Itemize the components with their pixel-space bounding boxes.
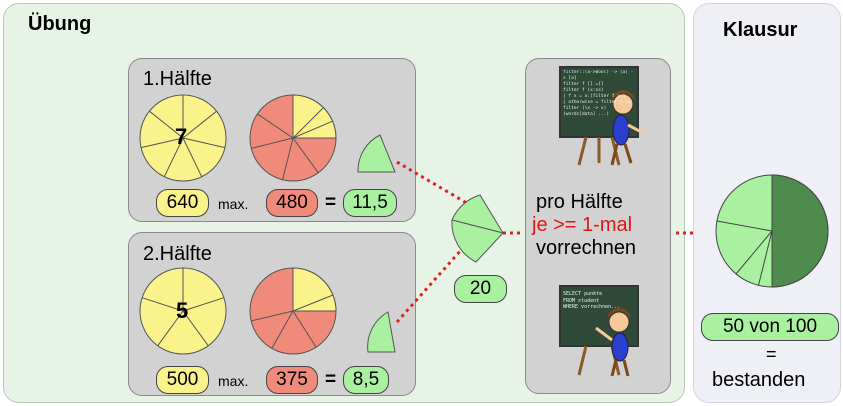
dotted-connectors	[395, 160, 693, 323]
half1-grade: 11,5	[343, 189, 397, 217]
chalkboard-1-line: filter (\x -> x) (words[data] ...)	[563, 106, 610, 117]
rule-line1: pro Hälfte	[536, 191, 623, 213]
half1-max-label: max.	[218, 196, 249, 212]
chalkboard-1-text: filter::(a->Bool) -> [a] -> [a]filter f …	[563, 70, 635, 136]
connector-half2	[395, 239, 472, 323]
combined-green-wedge	[451, 194, 505, 263]
chalkboard-1-line: filter::(a->Bool) -> [a] -> [a]	[563, 70, 634, 81]
chalkboard-2-line: WHERE vorrechnen...	[563, 304, 621, 310]
half1-red-pie	[249, 94, 337, 182]
half2-red-pie	[249, 267, 337, 355]
half2-count: 5	[176, 298, 189, 323]
half1-equals: =	[325, 192, 337, 213]
chalkboard-teacher-illustration-1	[559, 66, 646, 166]
half2-yellow-pie	[139, 267, 227, 355]
half2-equals: =	[325, 369, 337, 390]
klausur-pie	[715, 174, 829, 288]
half1-points: 640	[156, 189, 209, 217]
chalkboard-1-line: | f x = x:(filter f xs)	[563, 94, 626, 99]
chalkboard-2-line: SELECT punkte	[563, 291, 603, 297]
rule-line3: vorrechnen	[536, 237, 637, 259]
chalkboard-1-line: filter f [] =[]	[563, 82, 604, 87]
half2-grade: 8,5	[343, 366, 389, 394]
half1-green-wedge	[357, 134, 396, 173]
chalkboard-2-line: FROM student	[563, 297, 600, 304]
half1-yellow-pie	[139, 94, 227, 182]
half1-title: 1.Hälfte	[143, 68, 212, 90]
klausur-title: Klausur	[723, 19, 798, 41]
half1-count: 7	[175, 124, 188, 149]
half2-max: 375	[266, 366, 318, 394]
klausur-equals: =	[766, 344, 777, 364]
klausur-result: bestanden	[712, 369, 806, 391]
chalkboard-1-line: filter f (x:xs)	[563, 88, 604, 93]
half2-max-label: max.	[218, 373, 249, 389]
combined-value: 20	[454, 275, 507, 303]
chalkboard-1-line: | otherwise = filter f xs	[563, 100, 631, 105]
half2-points: 500	[156, 366, 209, 394]
klausur-score: 50 von 100	[701, 313, 839, 341]
half2-title: 2.Hälfte	[143, 243, 212, 265]
half1-max: 480	[266, 189, 318, 217]
rule-line2: je >= 1-mal	[532, 214, 633, 236]
chalkboard-teacher-illustration-2	[559, 285, 639, 377]
connector-half1	[396, 160, 471, 207]
half2-green-wedge	[367, 311, 396, 353]
uebung-title: Übung	[28, 13, 92, 35]
